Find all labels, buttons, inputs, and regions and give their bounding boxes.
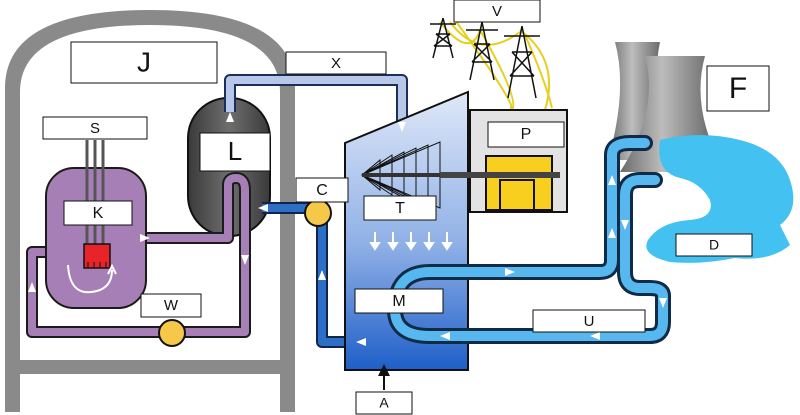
feedwater-pump (304, 199, 332, 227)
label-F: F (706, 65, 770, 112)
label-T: T (363, 195, 437, 221)
svg-text:K: K (93, 205, 104, 222)
label-D: D (675, 233, 753, 257)
transmission-towers (430, 17, 540, 99)
containment-floor (5, 360, 295, 374)
svg-text:W: W (164, 297, 179, 314)
containment-building (5, 10, 295, 412)
svg-text:V: V (492, 3, 502, 20)
cooling-water-loop (387, 135, 671, 344)
label-M: M (354, 288, 444, 314)
svg-text:S: S (90, 120, 100, 137)
svg-text:L: L (228, 136, 242, 166)
label-L: L (199, 132, 271, 172)
svg-text:M: M (392, 293, 405, 310)
svg-text:P: P (521, 126, 532, 143)
condensation-arrows (369, 232, 453, 251)
label-S: S (42, 116, 148, 140)
label-J: J (70, 41, 218, 84)
svg-text:U: U (584, 313, 595, 330)
svg-text:T: T (395, 200, 405, 217)
svg-text:A: A (379, 395, 389, 411)
label-A: A (355, 391, 413, 415)
river (646, 135, 794, 263)
svg-text:F: F (729, 72, 747, 105)
label-C: C (295, 177, 349, 203)
svg-text:C: C (316, 182, 328, 199)
svg-text:X: X (331, 55, 341, 72)
label-W: W (140, 293, 202, 318)
control-rods (85, 140, 105, 250)
reactor-coolant-pump (158, 319, 186, 347)
primary-loop (26, 172, 251, 338)
flow-arrows (28, 112, 667, 346)
label-K: K (63, 200, 133, 226)
label-X: X (285, 51, 387, 75)
label-V: V (453, 0, 541, 23)
svg-text:J: J (137, 46, 151, 77)
svg-text:D: D (709, 237, 719, 253)
label-U: U (532, 309, 646, 333)
label-P: P (487, 121, 565, 148)
